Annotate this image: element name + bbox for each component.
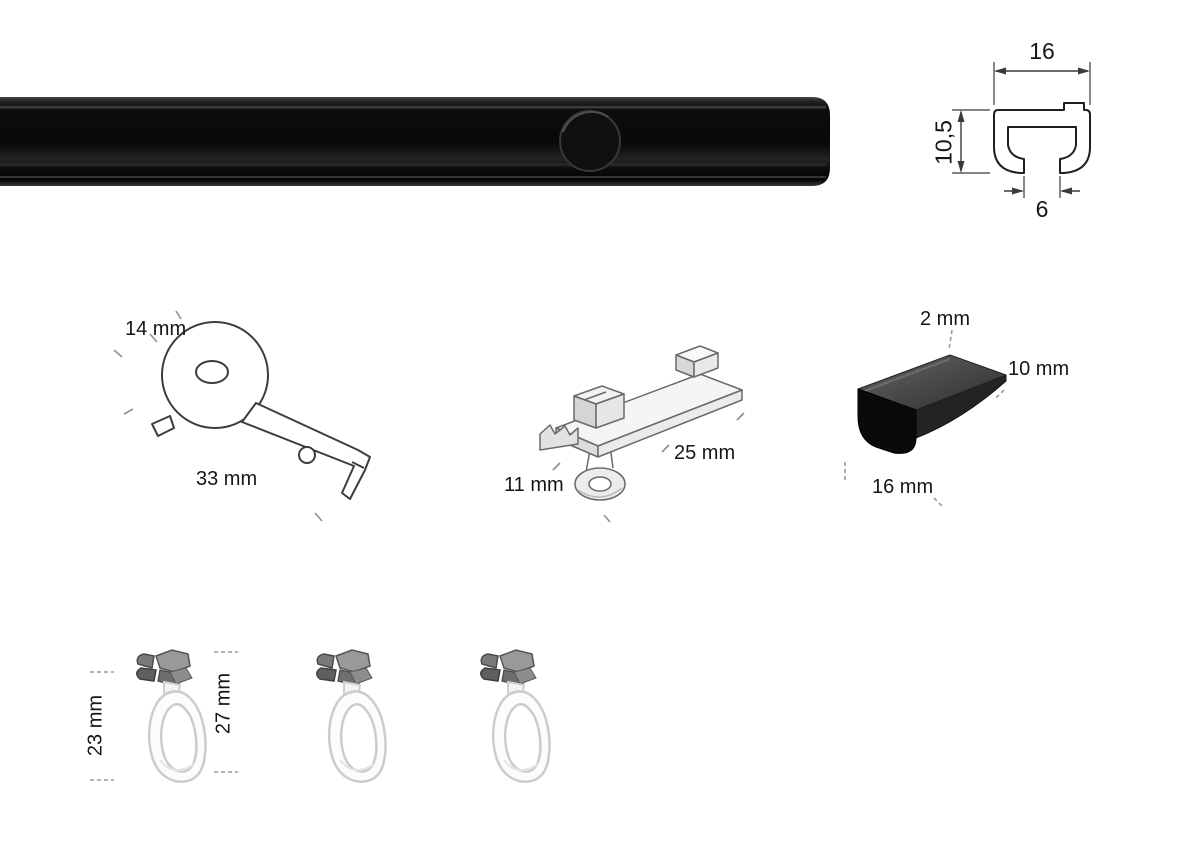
end-cap-drawing [844,329,1007,507]
roller-hook-drawing-2 [315,648,387,783]
roller-hook-drawing-1 [135,648,207,783]
profile-dimension-arrows [952,62,1091,198]
end-cap-thickness-label: 2 mm [920,308,970,330]
ceiling-support-drawing [113,310,371,522]
profile-cross-section [993,102,1091,174]
hook-total-height-label: 27 mm [212,672,235,735]
glider-drawing [539,345,745,523]
rail-mount-boss [559,110,621,172]
ceiling-support-diameter-label: 14 mm [125,318,187,340]
glider-height-label: 11 mm [504,474,564,496]
roller-hooks-row [90,648,551,783]
ceiling-support-length-label: 33 mm [196,468,258,490]
rail-side-view [0,97,830,186]
hook-dimension-ticks [90,651,238,781]
end-cap-length-label: 16 mm [872,476,934,498]
roller-hook-drawing-3 [479,648,551,783]
profile-width-label: 16 [1029,38,1055,64]
end-cap-height-label: 10 mm [1008,358,1070,380]
profile-slot-width-label: 6 [1035,196,1049,222]
hook-loop-height-label: 23 mm [84,694,107,757]
glider-length-label: 25 mm [674,442,736,464]
profile-height-label: 10,5 [930,120,957,165]
